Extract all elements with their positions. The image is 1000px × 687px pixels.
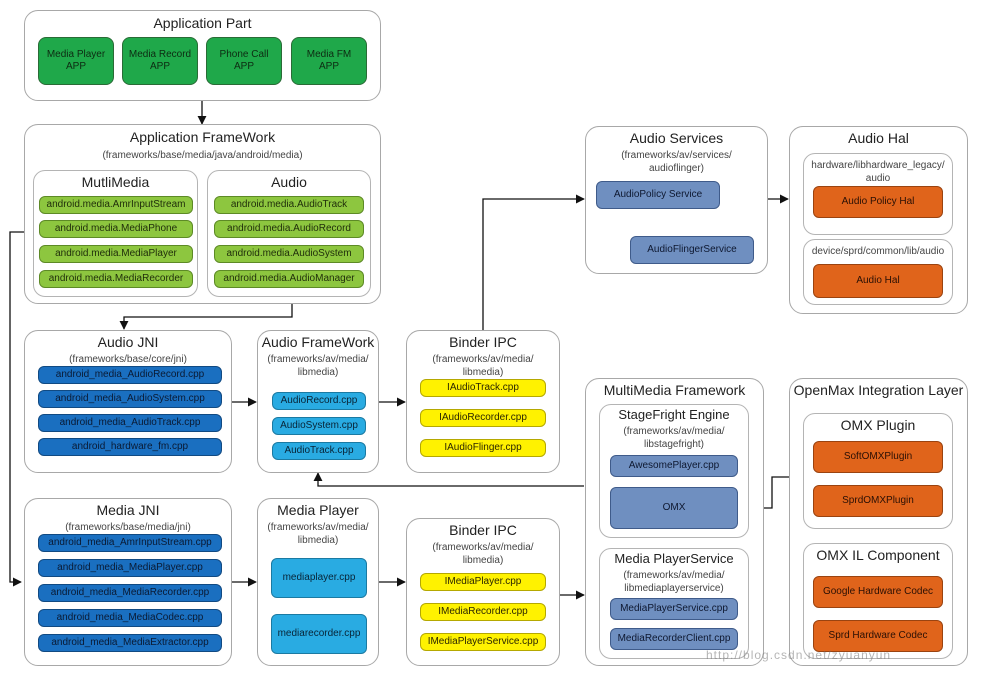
audio-flinger-service: AudioFlingerService: [630, 236, 754, 264]
sprd-hardware-codec: Sprd Hardware Codec: [813, 620, 943, 652]
framework-item: android.media.MediaPhone: [39, 220, 193, 238]
multimedia-framework-title: MultiMedia Framework: [603, 382, 746, 398]
media-player-path: libmedia): [297, 535, 339, 546]
binder-item: IAudioTrack.cpp: [420, 379, 546, 397]
multimedia-title: MutliMedia: [81, 174, 150, 190]
audio-hal-item: Audio Hal: [813, 264, 943, 298]
media-jni-path: (frameworks/base/media/jni): [65, 522, 191, 533]
framework-item: android.media.AudioSystem: [214, 245, 364, 263]
application-part-title: Application Part: [153, 15, 252, 31]
libmedia-item: mediarecorder.cpp: [271, 614, 367, 654]
audio-framework-path: libmedia): [297, 367, 339, 378]
media-jni-title: Media JNI: [96, 502, 160, 518]
audio-policy-hal: Audio Policy Hal: [813, 186, 943, 218]
binder-item: IMediaPlayer.cpp: [420, 573, 546, 591]
watermark: http://blog.csdn.net/zyuanyun: [706, 648, 892, 662]
binder-ipc-audio-path: (frameworks/av/media/: [432, 354, 534, 365]
arrow-mm-framework-to-audio-framework: [313, 472, 584, 487]
audio-jni-path: (frameworks/base/core/jni): [69, 354, 187, 365]
audio-framework-path: (frameworks/av/media/: [267, 354, 369, 365]
audio-hal-legacy-path: hardware/libhardware_legacy/: [811, 160, 945, 171]
jni-item: android_media_AmrInputStream.cpp: [38, 534, 222, 552]
media-player-service-cpp: MediaPlayerService.cpp: [610, 598, 738, 620]
framework-item: android.media.MediaRecorder: [39, 270, 193, 288]
audio-hal-title: Audio Hal: [848, 130, 909, 146]
omx: OMX: [610, 487, 738, 529]
google-hardware-codec: Google Hardware Codec: [813, 576, 943, 608]
audio-hal-sprd-path: device/sprd/common/lib/audio: [811, 246, 945, 257]
openmax-title: OpenMax Integration Layer: [793, 382, 964, 398]
awesome-player: AwesomePlayer.cpp: [610, 455, 738, 477]
framework-item: android.media.AudioTrack: [214, 196, 364, 214]
framework-item: android.media.MediaPlayer: [39, 245, 193, 263]
omx-plugin-title: OMX Plugin: [840, 417, 916, 433]
framework-item: android.media.AudioManager: [214, 270, 364, 288]
audio-services-title: Audio Services: [629, 130, 724, 146]
audio-services-path: (frameworks/av/services/: [621, 150, 732, 161]
stagefright-title: StageFright Engine: [618, 407, 730, 422]
binder-ipc-media-path: libmedia): [462, 555, 504, 566]
stagefright-path: libstagefright): [643, 439, 705, 450]
jni-item: android_media_MediaCodec.cpp: [38, 609, 222, 627]
binder-ipc-media-title: Binder IPC: [449, 522, 517, 538]
binder-item: IMediaPlayerService.cpp: [420, 633, 546, 651]
framework-item: android.media.AmrInputStream: [39, 196, 193, 214]
jni-item: android_hardware_fm.cpp: [38, 438, 222, 456]
binder-item: IAudioFlinger.cpp: [420, 439, 546, 457]
jni-item: android_media_AudioSystem.cpp: [38, 390, 222, 408]
arrow-framework-to-media-jni: [9, 231, 24, 587]
audio-policy-service: AudioPolicy Service: [596, 181, 720, 209]
omx-il-title: OMX IL Component: [816, 547, 940, 563]
application-framework-path: (frameworks/base/media/java/android/medi…: [102, 150, 303, 161]
jni-item: android_media_MediaRecorder.cpp: [38, 584, 222, 602]
player-service-path: (frameworks/av/media/: [623, 570, 725, 581]
jni-item: android_media_MediaPlayer.cpp: [38, 559, 222, 577]
audio-title: Audio: [271, 174, 307, 190]
jni-item: android_media_AudioTrack.cpp: [38, 414, 222, 432]
arrow-binder-to-audio-services: [482, 194, 585, 331]
audio-hal-legacy-path: audio: [865, 173, 891, 184]
audio-jni-title: Audio JNI: [97, 334, 159, 350]
binder-ipc-media-path: (frameworks/av/media/: [432, 542, 534, 553]
application-framework-title: Application FrameWork: [129, 129, 276, 145]
binder-item: IMediaRecorder.cpp: [420, 603, 546, 621]
media-recorder-client-cpp: MediaRecorderClient.cpp: [610, 628, 738, 650]
libmedia-item: AudioRecord.cpp: [272, 392, 366, 410]
audio-services-path: audioflinger): [648, 163, 705, 174]
binder-ipc-audio-path: libmedia): [462, 367, 504, 378]
soft-omx-plugin: SoftOMXPlugin: [813, 441, 943, 473]
media-player-path: (frameworks/av/media/: [267, 522, 369, 533]
libmedia-item: AudioTrack.cpp: [272, 442, 366, 460]
player-service-title: Media PlayerService: [614, 551, 734, 566]
audio-framework-title: Audio FrameWork: [261, 334, 375, 350]
jni-item: android_media_AudioRecord.cpp: [38, 366, 222, 384]
sprd-omx-plugin: SprdOMXPlugin: [813, 485, 943, 517]
libmedia-item: AudioSystem.cpp: [272, 417, 366, 435]
framework-item: android.media.AudioRecord: [214, 220, 364, 238]
libmedia-item: mediaplayer.cpp: [271, 558, 367, 598]
jni-item: android_media_MediaExtractor.cpp: [38, 634, 222, 652]
binder-ipc-audio-title: Binder IPC: [449, 334, 517, 350]
stagefright-path: (frameworks/av/media/: [623, 426, 725, 437]
media-player-title: Media Player: [277, 502, 359, 518]
binder-item: IAudioRecorder.cpp: [420, 409, 546, 427]
player-service-path: libmediaplayerservice): [624, 583, 724, 594]
arrow-framework-to-audio-jni: [119, 304, 293, 330]
